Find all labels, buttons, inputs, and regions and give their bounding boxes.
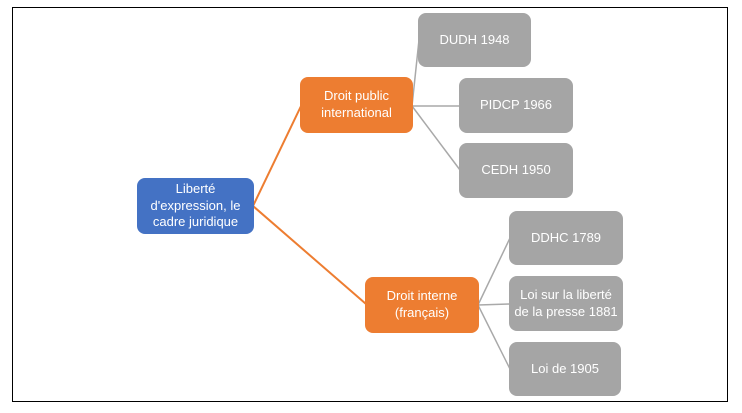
node-droit-public-international[interactable]: Droit public international — [300, 77, 413, 133]
node-loi-liberte-presse-1881[interactable]: Loi sur la liberté de la presse 1881 — [509, 276, 623, 331]
connector-droit-public-to-cedh — [411, 105, 461, 171]
node-cedh-1950[interactable]: CEDH 1950 — [459, 143, 573, 198]
connector-droit-interne-to-presse — [477, 303, 511, 306]
node-droit-interne-francais[interactable]: Droit interne (français) — [365, 277, 479, 333]
diagram-frame — [12, 7, 728, 402]
connector-droit-public-to-dudh — [411, 39, 420, 107]
connector-droit-interne-to-loi1905 — [477, 304, 511, 370]
connector-root-to-droit-interne — [252, 205, 367, 305]
node-ddhc-1789[interactable]: DDHC 1789 — [509, 211, 623, 265]
node-pidcp-1966[interactable]: PIDCP 1966 — [459, 78, 573, 133]
node-loi-de-1905[interactable]: Loi de 1905 — [509, 342, 621, 396]
node-dudh-1948[interactable]: DUDH 1948 — [418, 13, 531, 67]
connector-droit-interne-to-ddhc — [477, 237, 511, 306]
node-root-liberte-expression[interactable]: Liberté d'expression, le cadre juridique — [137, 178, 254, 234]
connector-root-to-droit-public — [252, 103, 303, 207]
